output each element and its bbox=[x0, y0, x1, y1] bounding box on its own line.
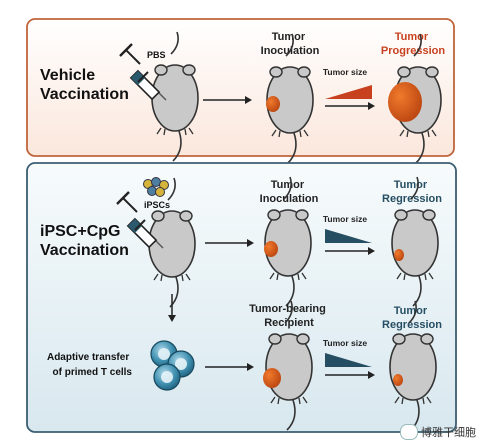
vehicle-panel bbox=[26, 18, 455, 157]
watermark-text: 博雅干细胞 bbox=[421, 426, 476, 439]
t-cells-icon bbox=[150, 340, 195, 391]
tumor-size-label-top: Tumor size bbox=[323, 67, 368, 77]
tumor-large-top bbox=[388, 82, 422, 122]
tumor-recipient bbox=[263, 368, 281, 388]
tumor-size-label-bottom: Tumor size bbox=[323, 214, 368, 224]
vehicle-title: Vehicle Vaccination bbox=[40, 67, 129, 103]
tumor-inoculation-bottom: Tumor Inoculation bbox=[260, 179, 319, 205]
vehicle-title-line1: Vehicle bbox=[40, 67, 95, 84]
pbs-label: PBS bbox=[147, 50, 166, 60]
tumor-regressed-1 bbox=[394, 249, 404, 261]
tumor-regression-title-2: Tumor Regression bbox=[382, 305, 442, 331]
tumor-size-label-bottom-2: Tumor size bbox=[323, 338, 368, 348]
tumor-size-decreasing-wedge bbox=[325, 229, 372, 243]
ipsc-cluster-icon bbox=[143, 177, 169, 197]
tumor-bearing-recipient: Tumor-bearing Recipient bbox=[249, 303, 329, 329]
ipsc-title: iPSC+CpG Vaccination bbox=[40, 223, 129, 259]
tumor-small-bottom bbox=[264, 241, 278, 257]
tumor-size-increasing-wedge bbox=[325, 85, 372, 99]
tumor-small-top bbox=[266, 96, 280, 112]
ipscs-label: iPSCs bbox=[144, 200, 170, 210]
adaptive-transfer-label: Adaptive transfer of primed T cells bbox=[47, 352, 132, 378]
watermark: 博雅干细胞 bbox=[400, 424, 476, 440]
tumor-regressed-2 bbox=[393, 374, 403, 386]
vehicle-title-line2: Vaccination bbox=[40, 86, 129, 103]
wechat-icon bbox=[400, 424, 418, 440]
tumor-size-decreasing-wedge-2 bbox=[325, 353, 372, 367]
tumor-regression-title-1: Tumor Regression bbox=[382, 179, 442, 205]
